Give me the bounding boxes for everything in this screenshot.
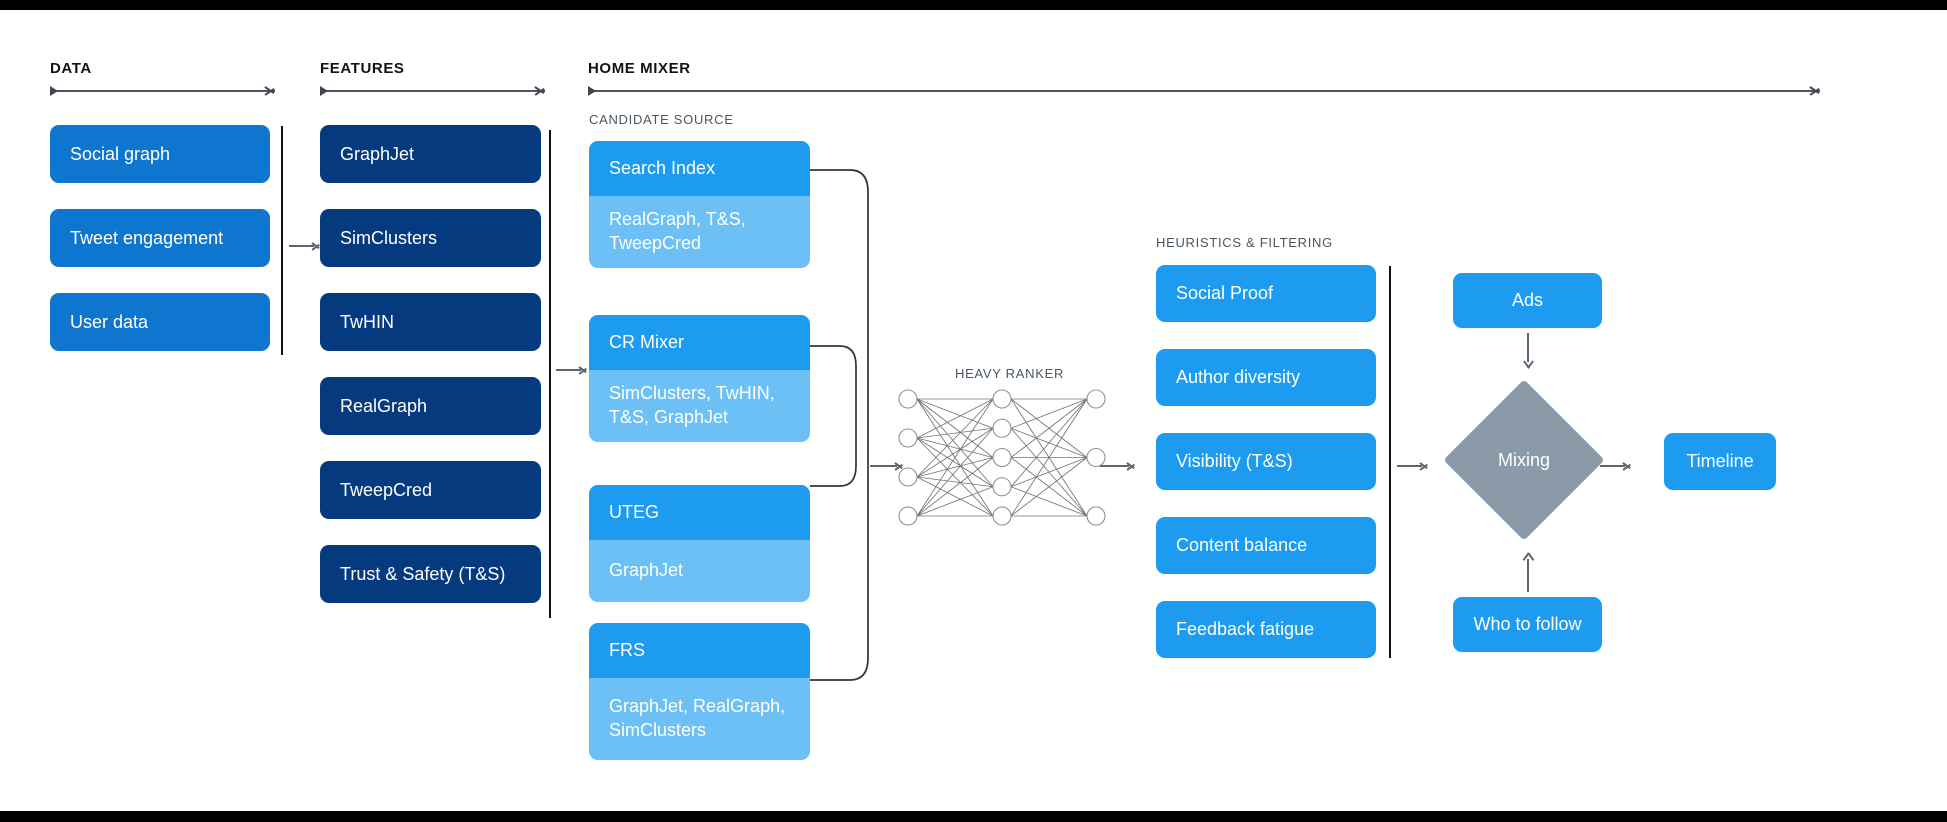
feature-box-label: SimClusters bbox=[340, 227, 438, 248]
arrow-mixing-to-timeline bbox=[1600, 460, 1632, 472]
data-box-tweet-engagement[interactable]: Tweet engagement bbox=[50, 209, 270, 267]
candidate-source-feature-list: RealGraph, T&S,TweepCred bbox=[609, 209, 746, 253]
feature-box-simclusters[interactable]: SimClusters bbox=[320, 209, 541, 267]
feature-box-realgraph[interactable]: RealGraph bbox=[320, 377, 541, 435]
candidate-source-feature-list: GraphJet, RealGraph,SimClusters bbox=[609, 696, 786, 740]
filter-box-social-proof[interactable]: Social Proof bbox=[1156, 265, 1376, 322]
candidate-source-feature-list: GraphJet bbox=[609, 560, 684, 581]
separator-filters-mixing bbox=[1389, 266, 1391, 658]
candidate-source-name: Search Index bbox=[609, 158, 716, 178]
data-box-label: User data bbox=[70, 311, 149, 332]
candidate-source-features-search-index: RealGraph, T&S,TweepCred bbox=[589, 196, 810, 268]
feature-box-graphjet[interactable]: GraphJet bbox=[320, 125, 541, 183]
data-axis-arrow bbox=[50, 86, 275, 96]
filter-box-content-balance[interactable]: Content balance bbox=[1156, 517, 1376, 574]
candidate-source-merge-brackets bbox=[810, 169, 869, 681]
mixing-diamond[interactable] bbox=[1443, 379, 1605, 541]
data-box-user-data[interactable]: User data bbox=[50, 293, 270, 351]
arrow-data-to-features bbox=[289, 240, 321, 252]
filter-box-label: Feedback fatigue bbox=[1176, 619, 1315, 639]
arrow-filters-to-mixing bbox=[1397, 460, 1429, 472]
feature-box-twhin[interactable]: TwHIN bbox=[320, 293, 541, 351]
output-box-who-to-follow[interactable]: Who to follow bbox=[1453, 597, 1602, 652]
home-mixer-axis-arrow bbox=[588, 86, 1820, 96]
column-header-features: FEATURES bbox=[320, 60, 545, 96]
feature-box-label: GraphJet bbox=[340, 143, 415, 164]
candidate-source-header-search-index[interactable]: Search Index bbox=[589, 141, 810, 196]
output-box-ads[interactable]: Ads bbox=[1453, 273, 1602, 328]
output-box-label: Who to follow bbox=[1473, 614, 1582, 634]
arrow-features-to-home-mixer bbox=[556, 364, 588, 376]
filter-box-feedback-fatigue[interactable]: Feedback fatigue bbox=[1156, 601, 1376, 658]
arrow-who-to-follow-to-mixing bbox=[1522, 552, 1534, 592]
candidate-source-name: UTEG bbox=[609, 502, 660, 522]
arrow-ads-to-mixing bbox=[1522, 333, 1534, 369]
feature-box-trust-and-safety[interactable]: Trust & Safety (T&S) bbox=[320, 545, 541, 603]
data-box-label: Tweet engagement bbox=[70, 227, 224, 248]
candidate-source-feature-list: SimClusters, TwHIN,T&S, GraphJet bbox=[609, 383, 775, 427]
filter-box-visibility[interactable]: Visibility (T&S) bbox=[1156, 433, 1376, 490]
candidate-source-name: FRS bbox=[609, 640, 645, 660]
filter-box-label: Visibility (T&S) bbox=[1176, 451, 1293, 471]
candidate-source-features-frs: GraphJet, RealGraph,SimClusters bbox=[589, 678, 810, 760]
feature-box-label: TweepCred bbox=[340, 479, 433, 500]
filter-box-author-diversity[interactable]: Author diversity bbox=[1156, 349, 1376, 406]
column-title-data: DATA bbox=[50, 60, 92, 77]
feature-box-label: RealGraph bbox=[340, 395, 428, 416]
filter-box-label: Social Proof bbox=[1176, 283, 1274, 303]
column-header-home-mixer: HOME MIXER bbox=[588, 60, 1820, 96]
caption-candidate-source: CANDIDATE SOURCE bbox=[589, 112, 734, 127]
features-axis-arrow bbox=[320, 86, 545, 96]
arrow-heavy-ranker-to-filters bbox=[1100, 460, 1136, 472]
column-title-home-mixer: HOME MIXER bbox=[588, 60, 691, 77]
filter-box-label: Content balance bbox=[1176, 535, 1308, 555]
output-box-timeline[interactable]: Timeline bbox=[1664, 433, 1776, 490]
feature-box-label: TwHIN bbox=[340, 311, 394, 332]
column-header-data: DATA bbox=[50, 60, 275, 96]
feature-box-label: Trust & Safety (T&S) bbox=[340, 563, 506, 584]
output-box-label: Timeline bbox=[1686, 451, 1754, 471]
caption-heuristics: HEURISTICS & FILTERING bbox=[1156, 235, 1333, 250]
filter-box-label: Author diversity bbox=[1176, 367, 1301, 387]
candidate-source-header-frs[interactable]: FRS bbox=[589, 623, 810, 678]
diagram-stage: DATA FEATURES HOME MIXER CANDIDATE SOURC… bbox=[0, 10, 1947, 811]
candidate-source-features-uteg: GraphJet bbox=[589, 540, 810, 602]
caption-heavy-ranker: HEAVY RANKER bbox=[955, 366, 1065, 381]
candidate-source-features-cr-mixer: SimClusters, TwHIN,T&S, GraphJet bbox=[589, 370, 810, 442]
candidate-source-header-uteg[interactable]: UTEG bbox=[589, 485, 810, 540]
column-title-features: FEATURES bbox=[320, 60, 405, 77]
arrow-candidates-to-heavy-ranker bbox=[870, 460, 904, 472]
heavy-ranker-network bbox=[898, 389, 1106, 526]
data-box-label: Social graph bbox=[70, 143, 171, 164]
candidate-source-header-cr-mixer[interactable]: CR Mixer bbox=[589, 315, 810, 370]
candidate-source-name: CR Mixer bbox=[609, 332, 684, 352]
feature-box-tweepcred[interactable]: TweepCred bbox=[320, 461, 541, 519]
separator-data-features bbox=[281, 126, 283, 355]
output-box-label: Ads bbox=[1511, 290, 1544, 310]
data-box-social-graph[interactable]: Social graph bbox=[50, 125, 270, 183]
separator-features-home-mixer bbox=[549, 130, 551, 618]
